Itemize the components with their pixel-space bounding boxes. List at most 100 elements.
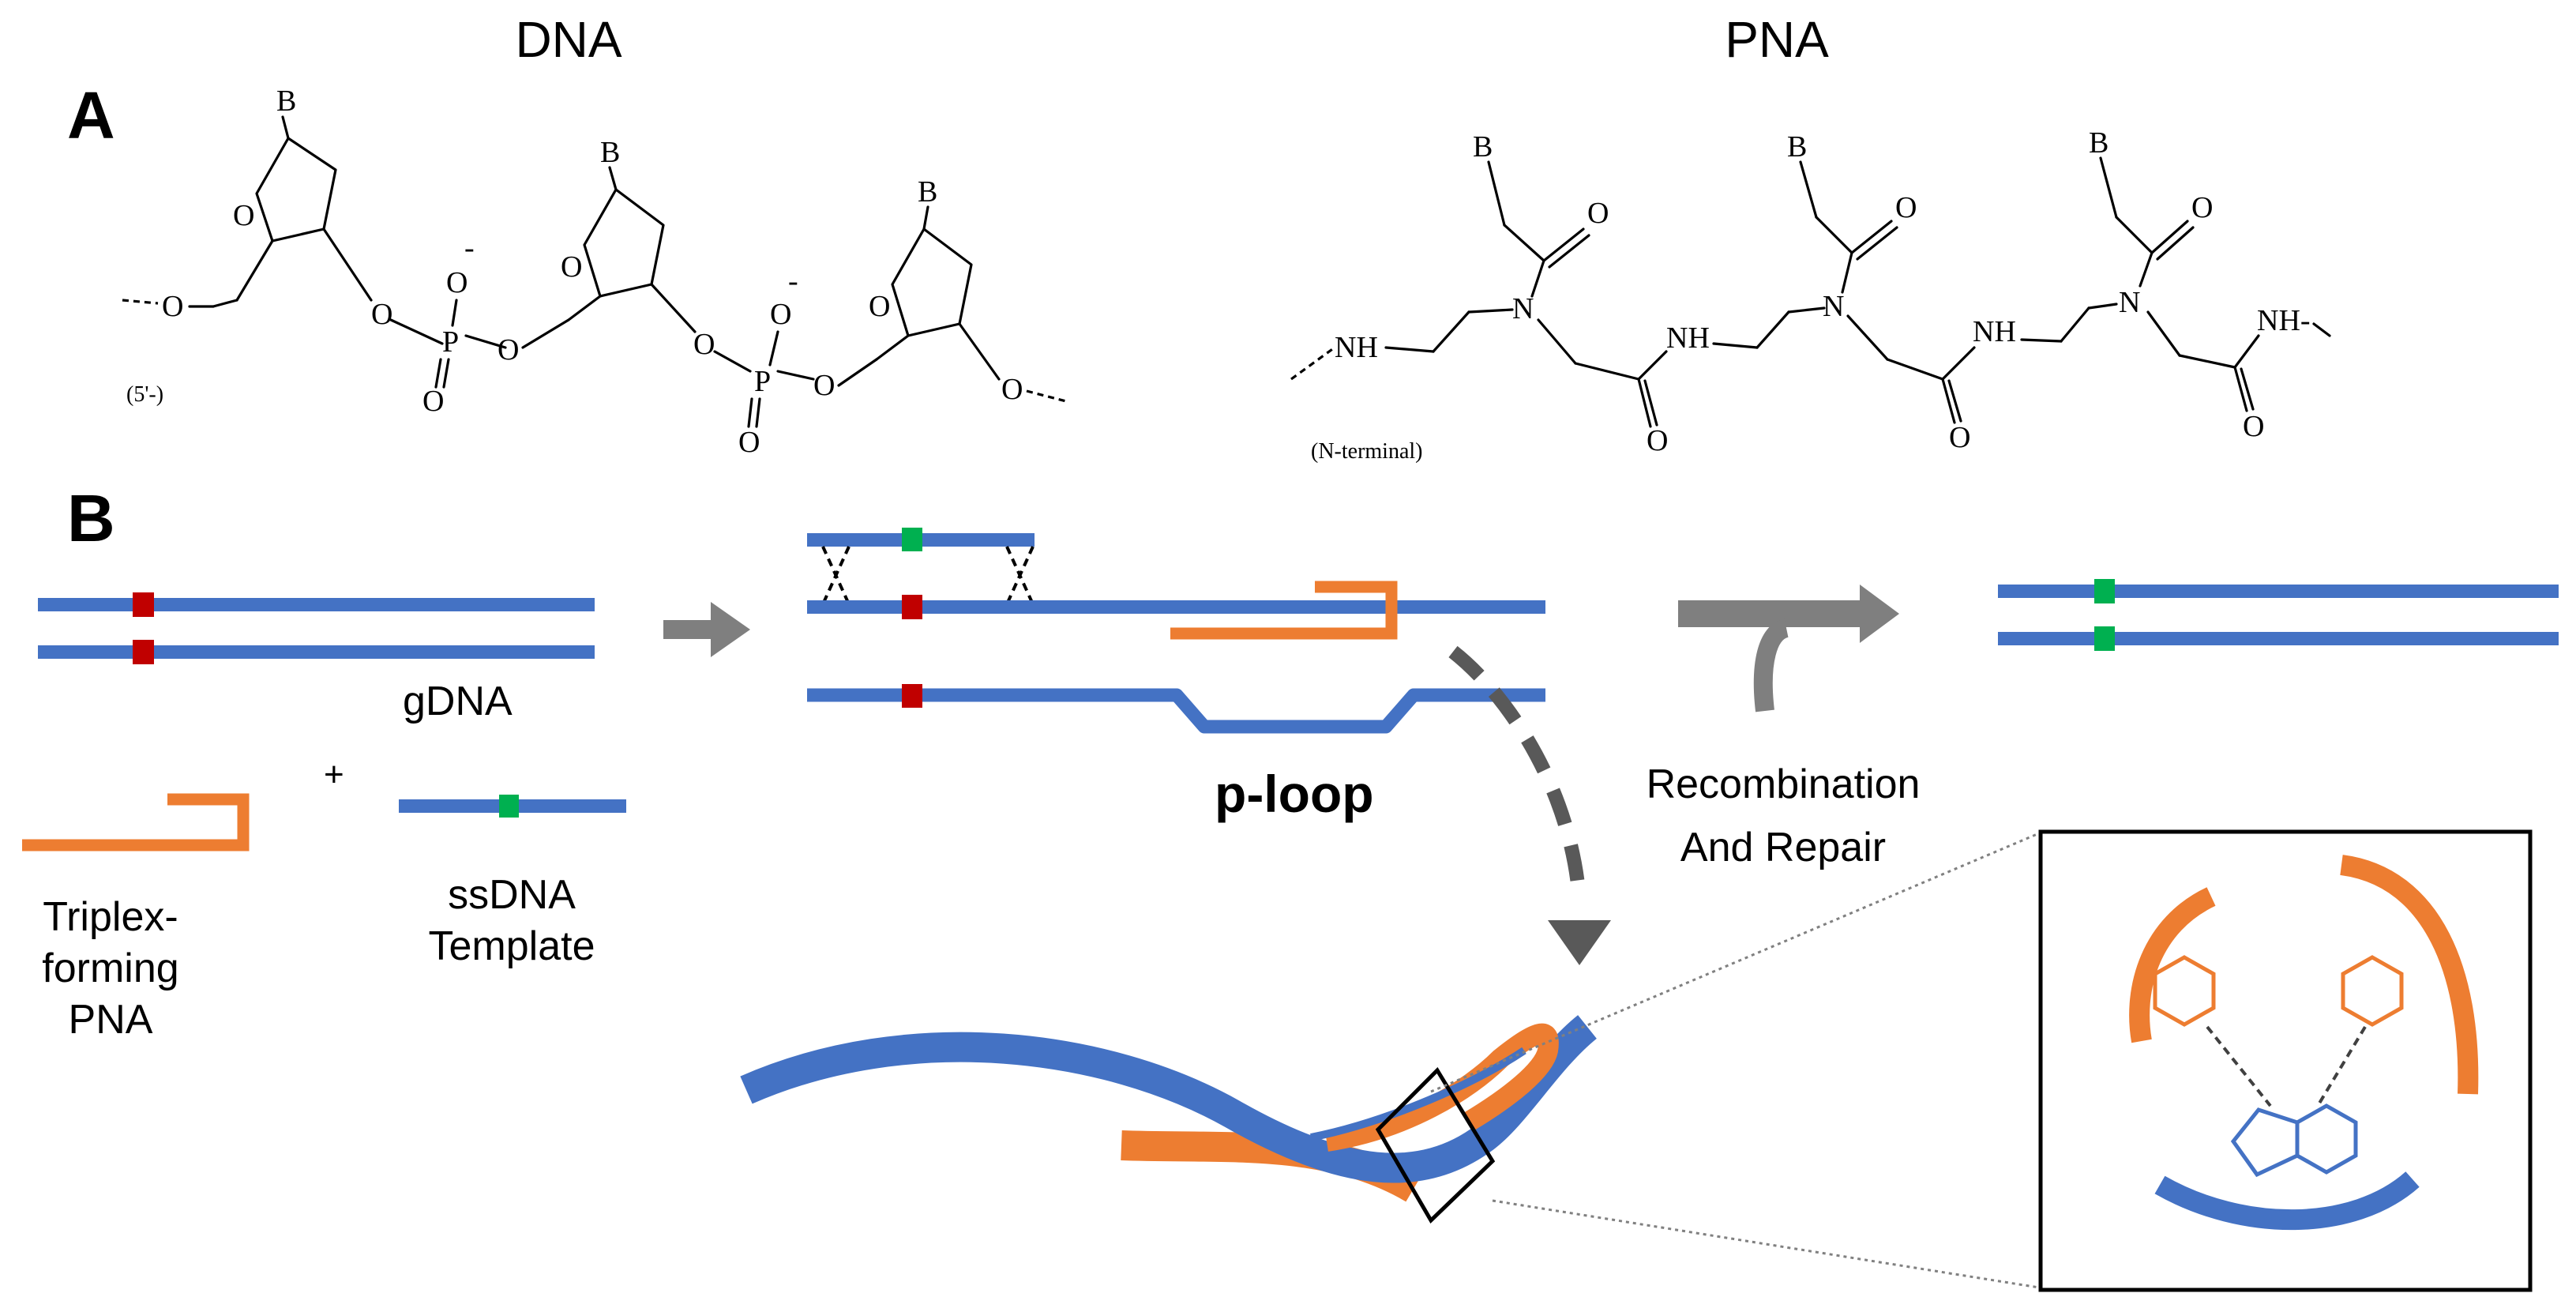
tfpna-label-line2: forming bbox=[42, 945, 178, 991]
helix-blue-strand bbox=[740, 1015, 1598, 1183]
dna-p1-o-ester: O bbox=[498, 333, 519, 367]
corrected-gdna-duplex bbox=[1998, 579, 2559, 651]
dna-5prime-label: (5'-) bbox=[126, 382, 163, 407]
ssdna-label-line2: Template bbox=[429, 923, 595, 969]
dna-ring-o-1: O bbox=[233, 199, 254, 232]
triplex-helix bbox=[740, 1015, 1598, 1224]
arrow-recombination bbox=[1678, 585, 1899, 712]
dna-ring-o-2: O bbox=[561, 250, 582, 284]
tfpna-bound bbox=[1170, 581, 1398, 640]
pna-nh-end: NH- bbox=[2257, 304, 2311, 337]
inset-hbond-left bbox=[2206, 1025, 2272, 1107]
pna-n-1: N bbox=[1512, 292, 1534, 325]
corrected-site-bottom bbox=[2094, 626, 2115, 651]
corrected-site-top bbox=[2094, 579, 2115, 603]
dna-p1-ominus: O bbox=[446, 266, 468, 299]
dna-base-3: B bbox=[918, 175, 937, 209]
panel-b-letter: B bbox=[67, 481, 115, 555]
inset-pna-base-right bbox=[2341, 955, 2404, 1027]
dna-p1-minus: - bbox=[464, 231, 475, 265]
inset-pna-base-left bbox=[2153, 955, 2216, 1027]
mutation-bottom-ploop bbox=[902, 684, 922, 708]
tfpna-clamp bbox=[22, 793, 250, 851]
pna-n-3: N bbox=[2119, 286, 2140, 319]
pna-n-2: N bbox=[1823, 290, 1844, 323]
gdna-duplex bbox=[38, 592, 595, 664]
dna-ring-o-3: O bbox=[869, 290, 890, 323]
helix-orange-front bbox=[1325, 1023, 1559, 1152]
pna-nh-1: NH bbox=[1666, 321, 1710, 355]
dna-p1-o-double: O bbox=[422, 385, 444, 418]
gdna-strand-top bbox=[38, 598, 595, 611]
dna-backbone-structure: B O O (5'-) O P O - O O B O O bbox=[122, 85, 1067, 459]
ssdna-correction-site bbox=[499, 795, 519, 818]
gdna-bottom-strand-ploop bbox=[807, 688, 1545, 734]
corrected-strand-top bbox=[1998, 585, 2559, 598]
dna-phosphate-1: P O - O O bbox=[422, 231, 570, 418]
gdna-top-strand-ploop bbox=[807, 600, 1545, 614]
ssdna-template bbox=[399, 795, 626, 818]
zoom-box-small bbox=[1375, 1066, 1496, 1224]
inset-dna-arc bbox=[2154, 1171, 2420, 1231]
pna-base-1: B bbox=[1473, 130, 1493, 164]
crossover-line-2b bbox=[1005, 546, 1035, 605]
pna-unit-3 bbox=[2020, 156, 2331, 412]
mutation-site-bottom bbox=[133, 640, 154, 664]
inset-pna-arc-right bbox=[2340, 855, 2479, 1095]
zoom-leader-bottom bbox=[1492, 1199, 2040, 1289]
pna-unit-1 bbox=[1384, 160, 1668, 428]
pna-o-2a: O bbox=[1895, 191, 1917, 224]
pna-n-terminal-label: (N-terminal) bbox=[1311, 439, 1423, 464]
ploop-label: p-loop bbox=[1215, 765, 1374, 823]
dna-p2-o-double: O bbox=[738, 426, 760, 459]
pna-o-2b: O bbox=[1949, 421, 1970, 454]
inset-dna-base-five bbox=[2230, 1107, 2300, 1178]
ssdna-hybridized-green bbox=[902, 528, 922, 551]
helix-blue-overlay bbox=[1310, 1047, 1526, 1141]
dna-o-3b: O bbox=[693, 328, 715, 361]
dna-3prime-o: O bbox=[1001, 373, 1023, 406]
dna-p2-o-ester: O bbox=[813, 369, 835, 402]
dna-p2-minus: - bbox=[788, 265, 798, 298]
zoom-arrow-head bbox=[1548, 920, 1611, 965]
inset-pna-arc-left bbox=[2129, 887, 2216, 1043]
dna-base-1: B bbox=[276, 85, 296, 118]
panel-a-letter: A bbox=[67, 78, 115, 152]
mutation-site-top bbox=[133, 592, 154, 617]
inset-hbond-right bbox=[2316, 1025, 2367, 1107]
pna-o-1a: O bbox=[1587, 197, 1609, 230]
tfpna-label-line1: Triplex- bbox=[43, 894, 178, 940]
corrected-strand-bottom bbox=[1998, 632, 2559, 645]
pna-base-3: B bbox=[2089, 126, 2108, 160]
dna-base-2: B bbox=[600, 136, 620, 169]
gdna-strand-bottom bbox=[38, 645, 595, 659]
ploop-complex bbox=[807, 528, 1545, 734]
pna-base-2: B bbox=[1787, 130, 1807, 164]
pna-nh-terminal: NH bbox=[1335, 331, 1378, 364]
pna-o-3b: O bbox=[2243, 410, 2264, 443]
dna-sugar-2 bbox=[567, 166, 815, 381]
dna-phosphate-2: P O - O O bbox=[738, 265, 878, 459]
tfpna-label-line3: PNA bbox=[69, 997, 153, 1043]
zoom-arrow-dashed bbox=[1448, 645, 1587, 901]
dna-sugar-3 bbox=[875, 205, 1067, 403]
recomb-label-line2: And Repair bbox=[1680, 825, 1886, 870]
dna-o-3: O bbox=[371, 298, 392, 331]
plus-sign: + bbox=[324, 755, 344, 794]
pna-o-1b: O bbox=[1647, 424, 1668, 457]
arrow-step-1 bbox=[663, 602, 750, 657]
pna-o-3a: O bbox=[2191, 191, 2213, 224]
pna-nh-2: NH bbox=[1973, 315, 2016, 348]
pna-title: PNA bbox=[1725, 11, 1829, 68]
ssdna-label-line1: ssDNA bbox=[448, 872, 576, 918]
dna-sugar-1 bbox=[122, 115, 507, 349]
dna-p2-ominus: O bbox=[770, 298, 791, 331]
gdna-label: gDNA bbox=[403, 679, 513, 724]
dna-p-2: P bbox=[754, 365, 771, 398]
dna-p-1: P bbox=[442, 325, 459, 359]
recomb-label-line1: Recombination bbox=[1647, 761, 1921, 807]
dna-5prime-o: O bbox=[162, 290, 183, 323]
mutation-top-ploop bbox=[902, 595, 922, 619]
pna-unit-2 bbox=[1712, 160, 1976, 424]
